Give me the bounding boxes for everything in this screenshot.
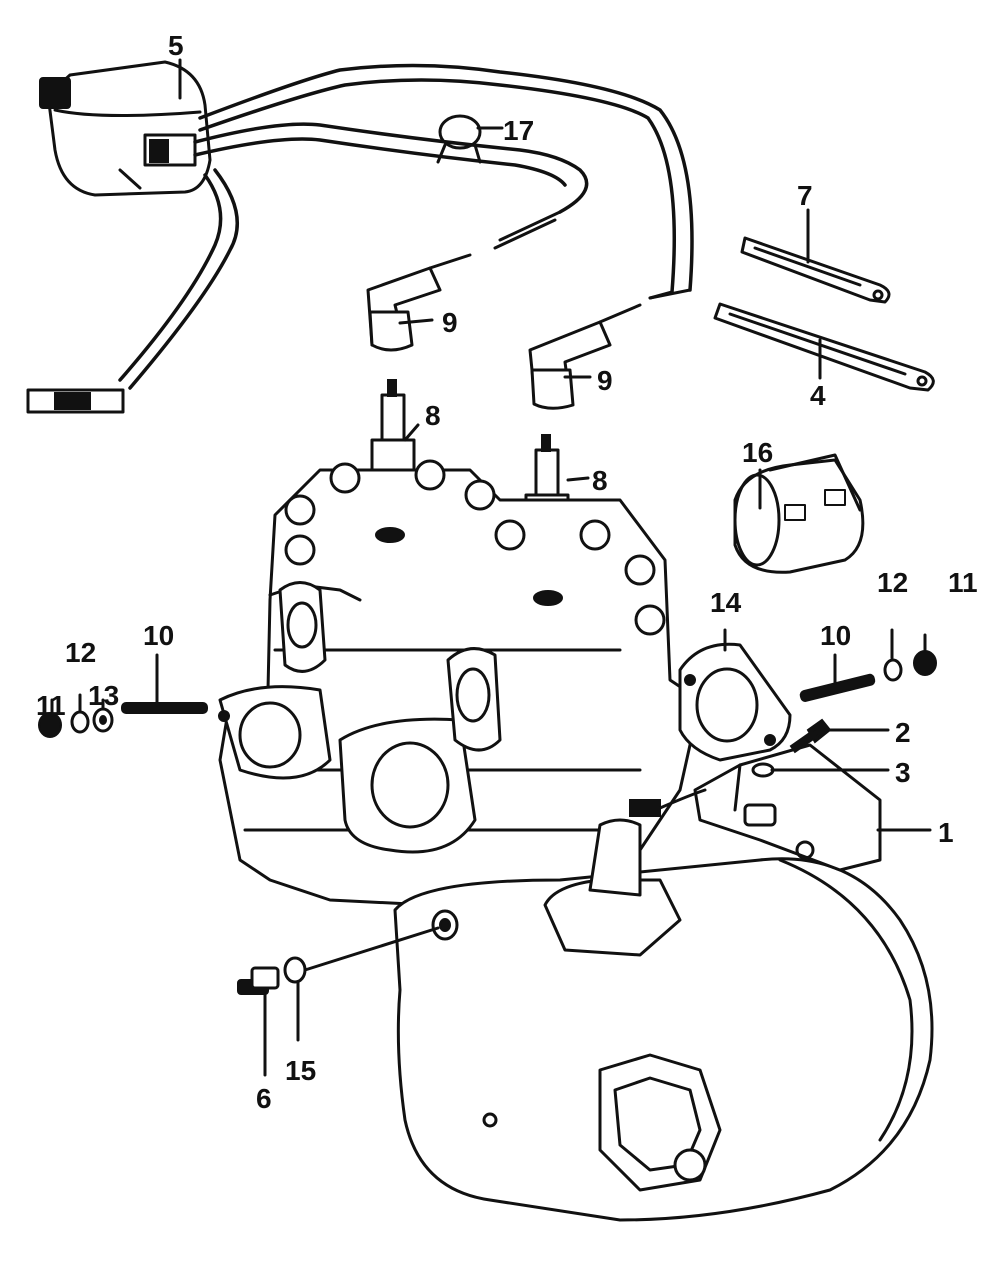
engine-block <box>218 459 792 907</box>
callout-4: 4 <box>810 380 826 411</box>
stud-right <box>799 673 876 702</box>
callout-10b: 10 <box>820 620 851 651</box>
stud-left <box>121 702 208 714</box>
callout-12b: 12 <box>877 567 908 598</box>
callout-11a: 11 <box>36 690 66 721</box>
callout-7: 7 <box>797 180 813 211</box>
callout-15: 15 <box>285 1055 316 1086</box>
callout-1: 1 <box>938 817 954 848</box>
drain-boss <box>431 909 459 941</box>
spark-plug-cap-right <box>528 303 642 410</box>
nut-right <box>913 650 937 676</box>
callout-16: 16 <box>742 437 773 468</box>
callout-9a: 9 <box>442 307 458 338</box>
crankcase <box>393 818 934 1222</box>
callout-12a: 12 <box>65 637 96 668</box>
callout-3: 3 <box>895 757 911 788</box>
strap-long <box>713 302 935 392</box>
callout-17: 17 <box>503 115 534 146</box>
lock-washer-right <box>883 658 903 682</box>
callout-2: 2 <box>895 717 911 748</box>
callout-11b: 11 <box>948 567 978 598</box>
nut-left <box>38 712 62 738</box>
bolt-2 <box>789 718 832 754</box>
callout-6: 6 <box>256 1083 272 1114</box>
strap-short <box>740 236 891 304</box>
mounting-bracket <box>693 743 882 872</box>
callout-14: 14 <box>710 587 742 618</box>
callout-5: 5 <box>168 30 184 61</box>
o-ring <box>283 956 307 984</box>
lock-washer-left <box>70 710 90 734</box>
callout-8b: 8 <box>592 465 608 496</box>
callout-13: 13 <box>88 680 119 711</box>
coil-wires <box>26 63 694 414</box>
flat-washer-left <box>92 707 114 733</box>
hose-clamp <box>436 114 482 164</box>
callout-labels: 5 17 7 9 9 4 8 16 8 12 11 14 10 10 12 11… <box>36 30 978 1114</box>
cylinder-sleeve <box>733 453 865 574</box>
sensor-connector <box>629 788 707 817</box>
ignition-coil <box>39 60 212 197</box>
callout-10a: 10 <box>143 620 174 651</box>
fitting <box>237 966 280 995</box>
callout-9b: 9 <box>597 365 613 396</box>
leader-lines <box>50 58 932 1077</box>
callout-8a: 8 <box>425 400 441 431</box>
